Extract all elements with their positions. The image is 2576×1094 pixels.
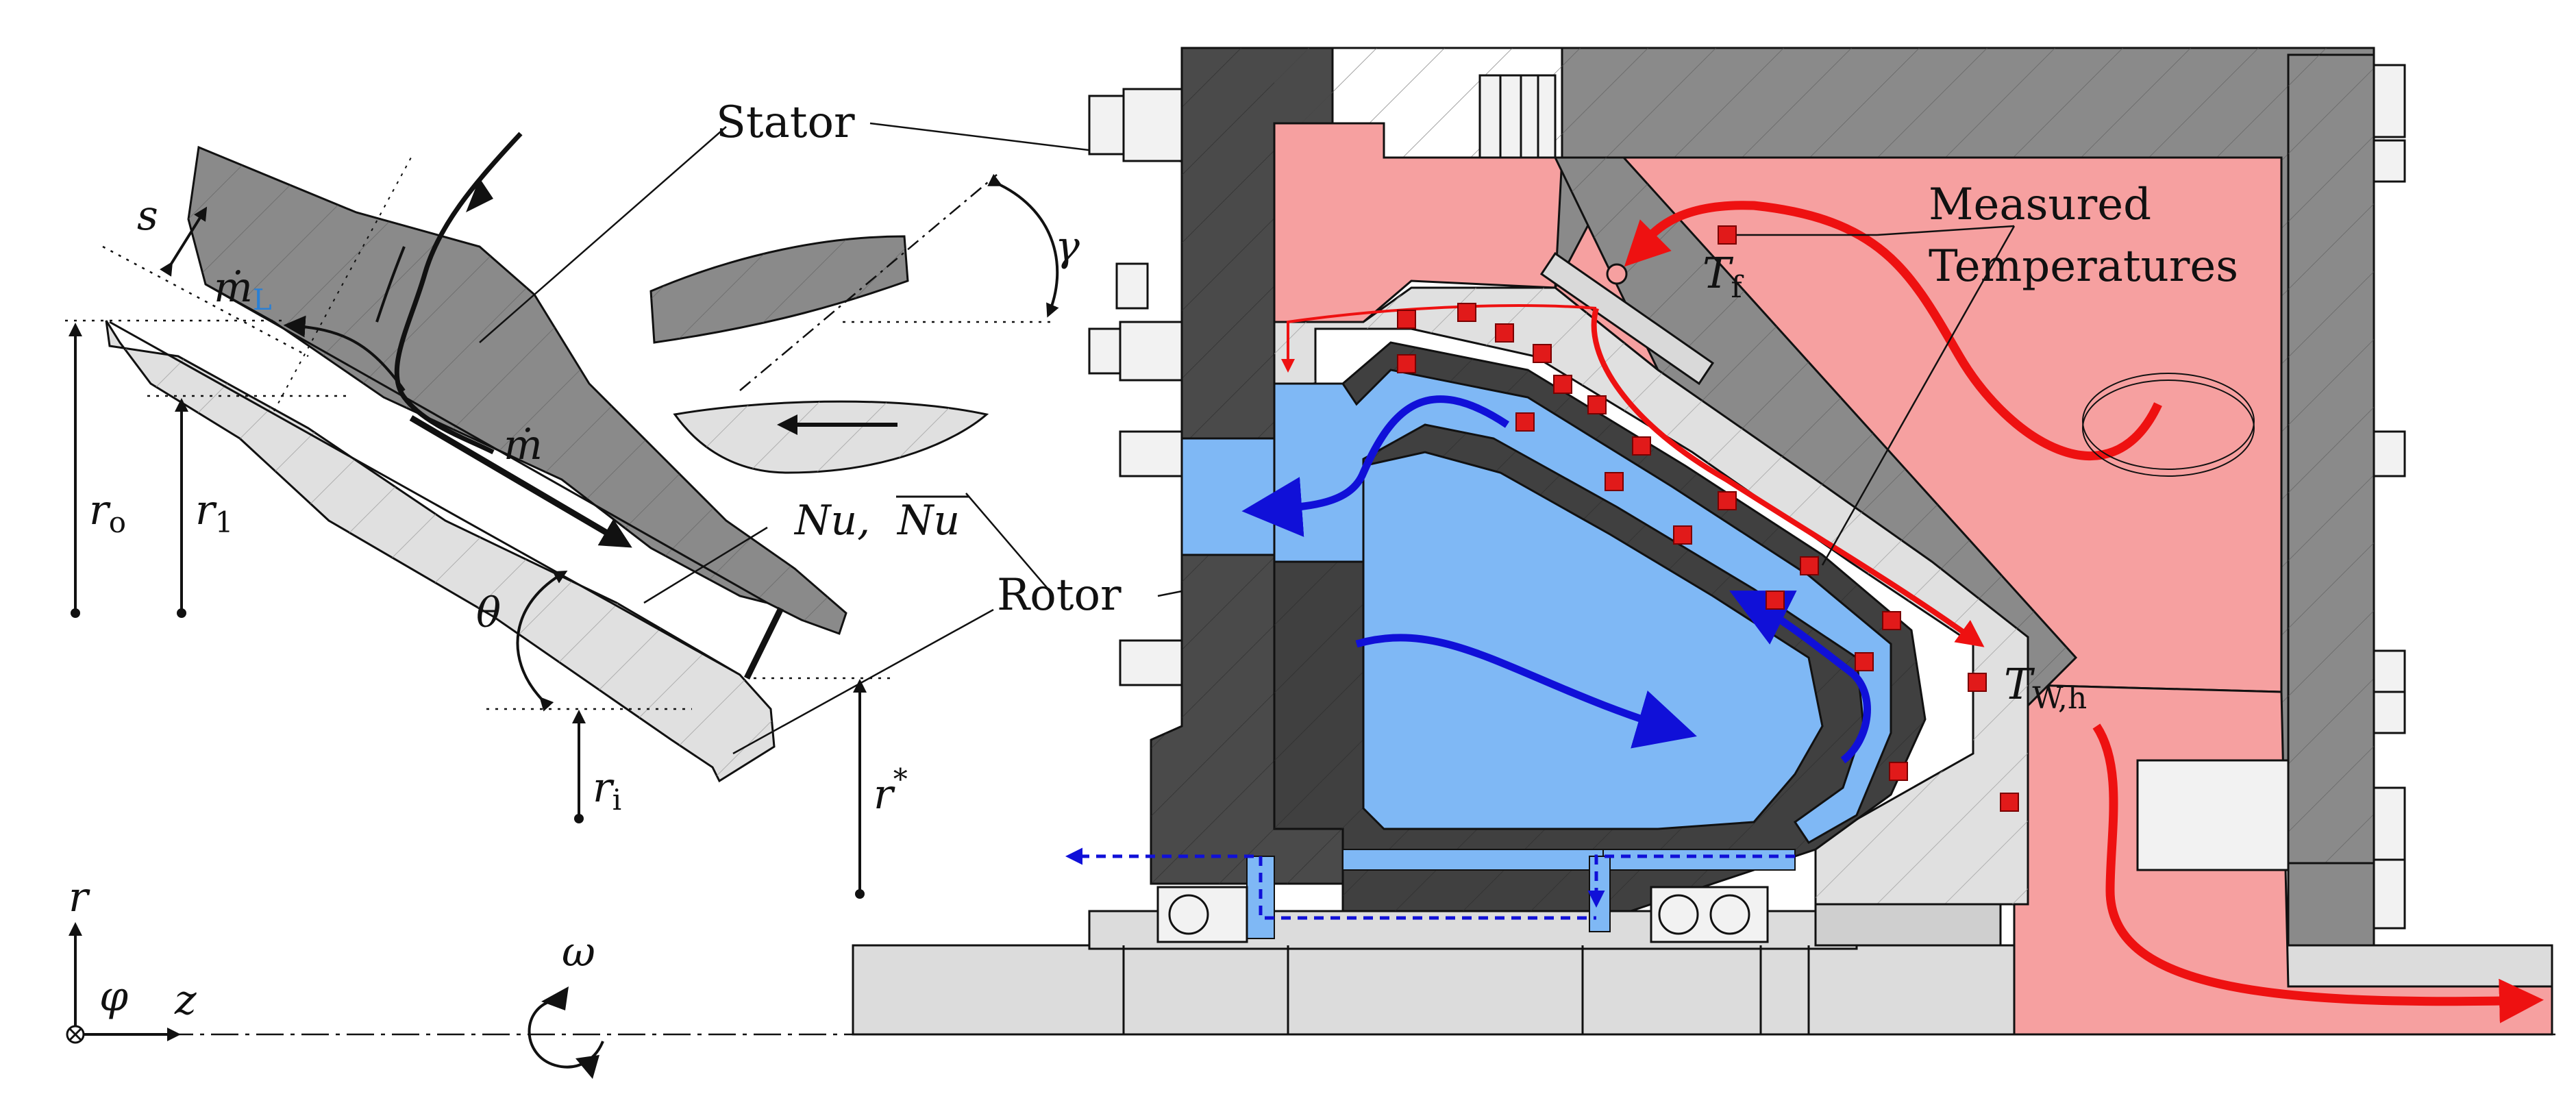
sensor-tf xyxy=(1718,225,1737,245)
label-gamma: γ xyxy=(1055,223,1080,271)
hot-flow-exit xyxy=(2092,723,2544,1023)
label-axis-r: r xyxy=(69,873,90,921)
label-nu-bar: Nu xyxy=(896,497,960,545)
label-r-star: r* xyxy=(874,762,908,819)
label-s: s xyxy=(137,192,158,240)
rig-cross-section xyxy=(852,47,2553,1036)
label-theta: θ xyxy=(476,589,501,637)
label-t-wh: TW,h xyxy=(2004,659,2087,716)
label-m-dot-l: ṁL xyxy=(214,264,272,316)
cooling-flow-upper xyxy=(1241,395,1510,537)
label-m-dot: ṁ xyxy=(504,421,543,469)
label-t-f: Tf xyxy=(1702,248,1744,305)
inflow-arrow xyxy=(394,132,523,455)
label-axis-z: z xyxy=(174,976,197,1024)
label-r-i: ri xyxy=(593,764,621,817)
bearings xyxy=(1156,886,2002,947)
gap-schematic: s ṁL ṁ ro r1 ri r* θ Nu, Nu xyxy=(65,126,994,899)
rotation-indicator: ω xyxy=(528,928,604,1079)
hot-flow-gap xyxy=(1591,307,1985,647)
label-rotor: Rotor xyxy=(997,570,1122,621)
temperature-sensors xyxy=(1397,225,2019,812)
left-bolts xyxy=(1088,88,1183,686)
tilt-angle-inset: γ xyxy=(649,173,1080,474)
label-stator: Stator xyxy=(716,97,855,148)
label-omega: ω xyxy=(562,928,595,976)
cooling-flow-gap xyxy=(1729,590,1871,764)
right-bolts xyxy=(2373,64,2406,930)
label-r-o: ro xyxy=(89,486,126,539)
hot-flow-main xyxy=(1624,201,2162,460)
label-measured-temperatures-2: Temperatures xyxy=(1929,241,2238,292)
label-axis-phi: φ xyxy=(99,973,128,1021)
coordinate-system: r φ z xyxy=(66,873,197,1044)
cooling-cavity xyxy=(1362,451,1824,830)
cooling-flow-cavity xyxy=(1355,634,1697,749)
mass-flow-arrow xyxy=(409,415,632,548)
label-measured-temperatures-1: Measured xyxy=(1929,179,2151,230)
label-r-1: r1 xyxy=(195,486,233,539)
label-nu: Nu, xyxy=(793,497,870,545)
